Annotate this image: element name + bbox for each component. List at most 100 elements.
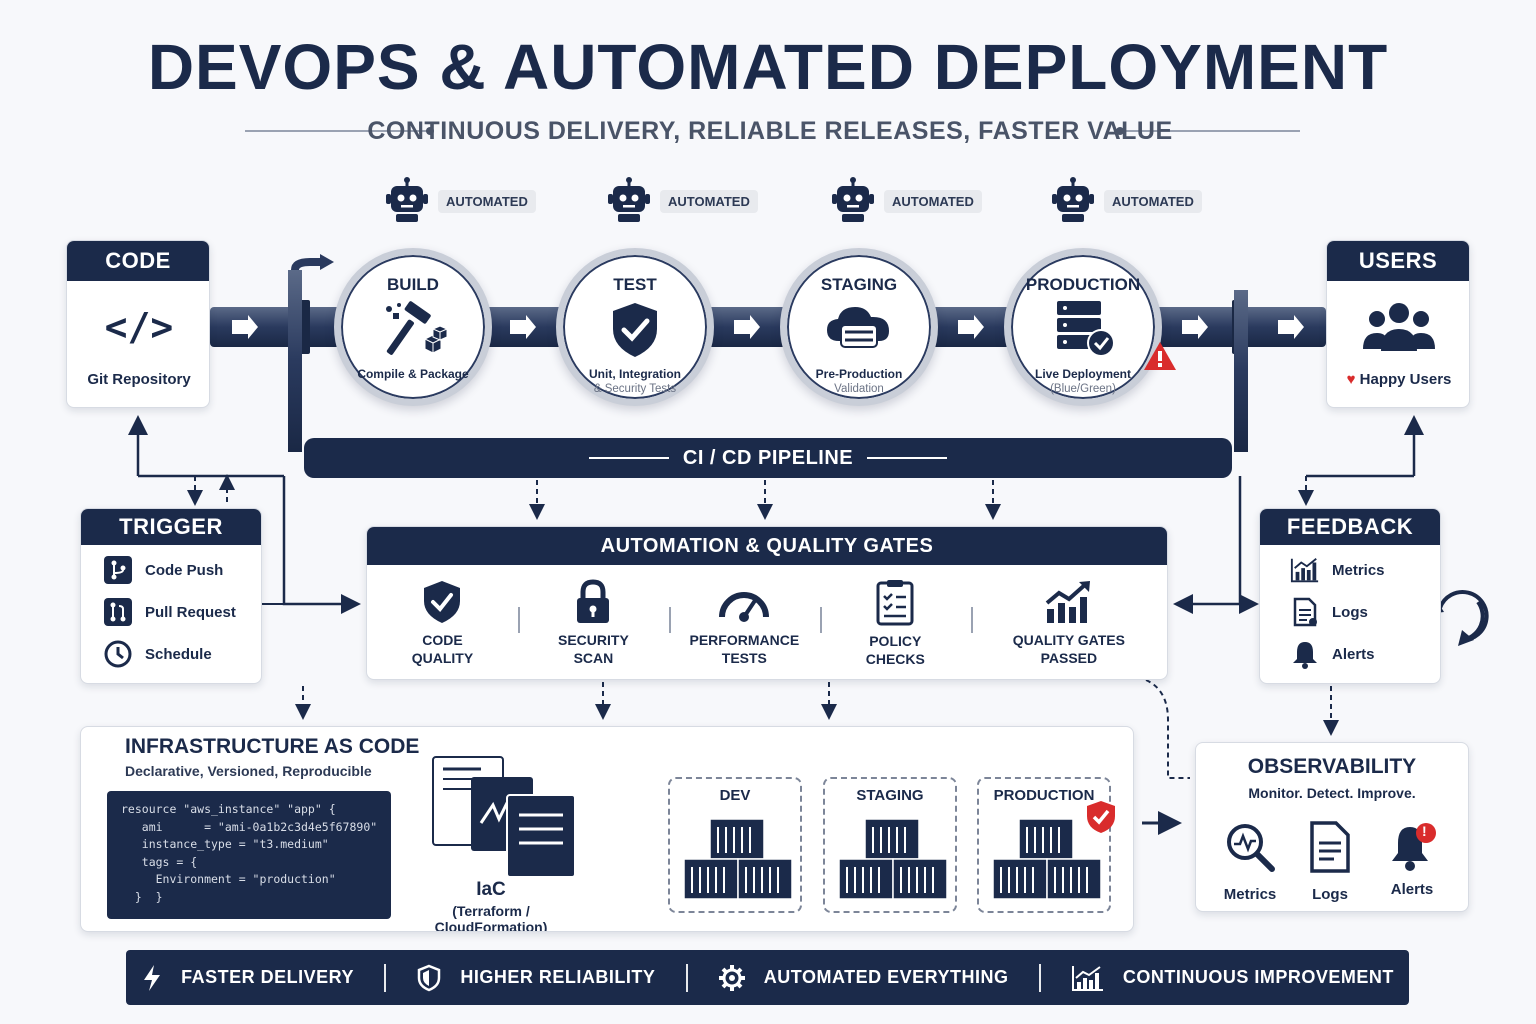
code-card-label: Git Repository [87, 371, 191, 388]
gates-title: AUTOMATION & QUALITY GATES [367, 527, 1167, 565]
stage-build[interactable]: BUILD Compile & Package [334, 248, 492, 406]
feedback-item-label: Logs [1332, 603, 1368, 621]
users-group-icon [1363, 303, 1435, 351]
users-card-title: USERS [1327, 241, 1469, 281]
gate-performance-tests[interactable]: PERFORMANCE TESTS [668, 565, 820, 679]
iac-documents-icon [432, 756, 576, 878]
code-icon: </> [104, 305, 174, 349]
warning-icon [1144, 342, 1176, 370]
trigger-item-label: Code Push [145, 561, 224, 579]
shield-check-icon [563, 299, 707, 361]
robot-icon [1052, 177, 1094, 222]
automated-badge-production: AUTOMATED [1048, 176, 1202, 226]
pipeline-divider-left [588, 457, 669, 459]
page-title: DEVOPS & AUTOMATED DEPLOYMENT [147, 31, 1389, 103]
clipboard-checklist-icon [876, 580, 914, 626]
gate-code-quality[interactable]: CODE QUALITY [367, 565, 518, 679]
stage-test-sub: & Security Tests [593, 383, 677, 395]
trigger-item-schedule[interactable]: Schedule [81, 633, 261, 675]
env-production[interactable]: PRODUCTION [977, 777, 1115, 913]
code-card-title: CODE [67, 241, 209, 281]
chart-up-icon [1071, 965, 1103, 991]
stage-production[interactable]: PRODUCTION Live Deployment (Blue/Green) [1004, 248, 1162, 406]
code-card[interactable]: CODE </> Git Repository [66, 240, 210, 408]
banner-item-continuous-improvement: CONTINUOUS IMPROVEMENT [1071, 964, 1394, 992]
observability-item-label: Metrics [1223, 886, 1277, 903]
automated-label: AUTOMATED [660, 189, 758, 213]
stage-test[interactable]: TEST Unit, Integration& Security Tests [556, 248, 714, 406]
quality-gates-card: AUTOMATION & QUALITY GATES CODE QUALITY … [366, 526, 1168, 680]
trigger-item-label: Pull Request [145, 603, 236, 621]
banner-separator [384, 963, 387, 992]
banner-separator [685, 963, 688, 992]
build-tools-icon [341, 299, 485, 361]
iac-tools: (Terraform / CloudFormation) [434, 903, 548, 932]
users-label-text: Happy Users [1359, 371, 1452, 388]
banner-label: AUTOMATED EVERYTHING [763, 967, 1009, 987]
iac-subtitle: Declarative, Versioned, Reproducible [125, 763, 372, 779]
env-label: DEV [719, 787, 751, 804]
automated-label: AUTOMATED [884, 189, 982, 213]
stage-build-desc: Compile & Package [341, 367, 485, 382]
bell-icon [1290, 639, 1320, 669]
trigger-item-code-push[interactable]: Code Push [81, 549, 261, 591]
magnifier-chart-icon [1227, 824, 1275, 872]
stage-staging-name: STAGING [820, 275, 898, 294]
shield-icon [418, 964, 441, 991]
robot-icon [832, 177, 874, 222]
gate-policy-checks[interactable]: POLICY CHECKS [819, 565, 971, 679]
gate-label: QUALITY GATES PASSED [1012, 632, 1125, 666]
stage-test-desc: Unit, Integration& Security Tests [563, 367, 707, 397]
feedback-item-logs[interactable]: Logs [1260, 591, 1440, 633]
observability-subtitle: Monitor. Detect. Improve. [1248, 785, 1416, 801]
alert-exclamation: ! [1422, 823, 1427, 839]
gate-label: PERFORMANCE TESTS [689, 632, 800, 666]
banner-item-automated-everything: AUTOMATED EVERYTHING [718, 964, 1009, 992]
automated-badge-build: AUTOMATED [382, 176, 536, 226]
clock-icon [103, 639, 133, 669]
bell-icon [1392, 823, 1436, 871]
stage-production-desc-text: Live Deployment [1034, 367, 1132, 381]
cicd-pipeline-bar: CI / CD PIPELINE [304, 438, 1232, 478]
server-check-icon [1011, 299, 1155, 361]
gate-security-scan[interactable]: SECURITY SCAN [517, 565, 669, 679]
lock-icon [577, 579, 610, 623]
stage-build-desc-text: Compile & Package [357, 367, 469, 381]
observability-alerts[interactable]: ! Alerts [1372, 821, 1452, 898]
gate-quality-gates-passed[interactable]: QUALITY GATES PASSED [970, 565, 1167, 679]
env-staging[interactable]: STAGING [823, 777, 957, 913]
observability-logs[interactable]: Logs [1290, 821, 1370, 903]
feedback-item-metrics[interactable]: Metrics [1260, 549, 1440, 591]
trigger-title: TRIGGER [81, 509, 261, 545]
automated-label: AUTOMATED [1104, 189, 1202, 213]
gate-label: CODE QUALITY [411, 632, 474, 666]
cloud-server-icon [787, 299, 931, 361]
feedback-item-label: Metrics [1332, 561, 1385, 579]
banner-label: FASTER DELIVERY [181, 967, 354, 987]
automated-badge-test: AUTOMATED [604, 176, 758, 226]
stage-production-sub: (Blue/Green) [1050, 383, 1116, 395]
pipeline-label: CI / CD PIPELINE [682, 446, 854, 469]
stage-build-name: BUILD [387, 275, 439, 294]
iac-code-snippet[interactable]: resource "aws_instance" "app" { ami = "a… [107, 791, 391, 919]
container-stack-icon [992, 818, 1101, 900]
trigger-item-pull-request[interactable]: Pull Request [81, 591, 261, 633]
banner-separator [1038, 963, 1041, 992]
robot-icon [386, 177, 428, 222]
users-card[interactable]: USERS ♥ Happy Users [1326, 240, 1470, 408]
stage-production-name: PRODUCTION [1025, 275, 1141, 294]
pull-request-icon [103, 597, 133, 627]
gate-label: POLICY CHECKS [865, 633, 925, 667]
env-label: STAGING [856, 787, 924, 804]
banner-item-faster-delivery: FASTER DELIVERY [141, 964, 354, 992]
env-label: PRODUCTION [993, 787, 1095, 804]
shield-check-icon [424, 581, 461, 623]
git-branch-icon [103, 555, 133, 585]
feedback-item-alerts[interactable]: Alerts [1260, 633, 1440, 675]
env-dev[interactable]: DEV [668, 777, 802, 913]
growth-chart-icon [1045, 581, 1090, 623]
observability-metrics[interactable]: Metrics [1210, 821, 1290, 903]
gear-icon [718, 964, 745, 991]
